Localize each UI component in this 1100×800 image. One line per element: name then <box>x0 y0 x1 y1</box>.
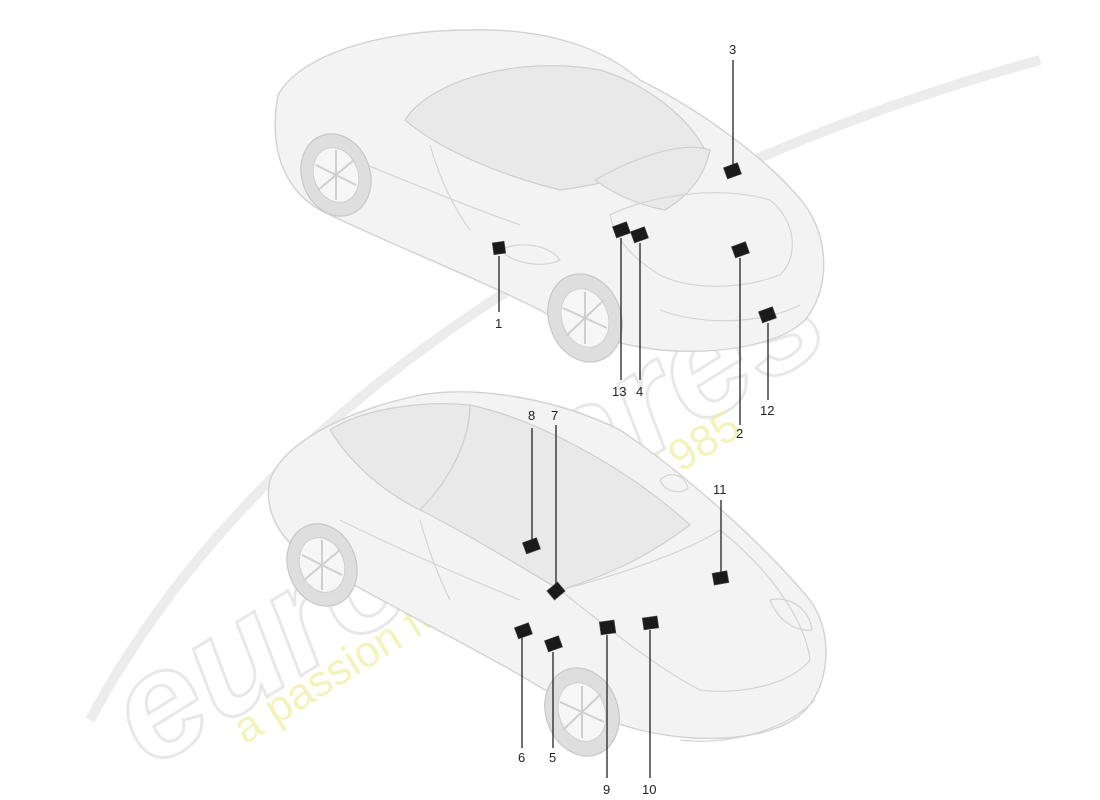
callout-7: 7 <box>551 408 558 423</box>
label-patch-3[interactable] <box>722 162 742 180</box>
callout-8: 8 <box>528 408 535 423</box>
car-rear-front-wheel <box>300 133 372 217</box>
car-front-bumper <box>679 699 816 742</box>
label-patch-9[interactable] <box>598 619 617 636</box>
car-rear-engine-lid <box>609 192 793 287</box>
car-rear-side-intake <box>498 244 561 265</box>
car-rear-view <box>274 29 825 363</box>
callout-11: 11 <box>713 482 727 497</box>
label-patch-8[interactable] <box>521 537 541 555</box>
car-front-front-wheel <box>544 667 620 757</box>
car-front-headlight <box>769 598 813 631</box>
watermark-swoosh <box>85 55 1042 723</box>
car-front-door-line <box>339 519 521 601</box>
label-patch-11[interactable] <box>711 570 730 586</box>
callout-13: 13 <box>612 384 626 399</box>
car-front-mirror <box>659 474 689 493</box>
callout-9: 9 <box>603 782 610 797</box>
label-patch-2[interactable] <box>730 241 750 259</box>
label-patch-7[interactable] <box>546 581 566 601</box>
label-patch-13[interactable] <box>611 221 631 239</box>
callout-6: 6 <box>518 750 525 765</box>
label-patch-6[interactable] <box>513 622 533 640</box>
car-front-rear-wheel <box>286 523 358 607</box>
label-patches <box>491 162 777 653</box>
label-patch-12[interactable] <box>757 306 777 324</box>
callout-3: 3 <box>729 42 736 57</box>
callout-4: 4 <box>636 384 643 399</box>
car-rear-back-wheel <box>547 273 623 363</box>
callout-12: 12 <box>760 403 774 418</box>
label-patch-5[interactable] <box>543 635 563 653</box>
callout-10: 10 <box>642 782 656 797</box>
callout-5: 5 <box>549 750 556 765</box>
label-patch-10[interactable] <box>641 615 660 631</box>
leader-lines <box>498 60 769 778</box>
car-rear-bumper <box>659 304 801 322</box>
callout-numbers: 1 2 3 4 5 6 7 8 9 10 11 12 13 <box>495 42 774 797</box>
label-patch-4[interactable] <box>629 226 649 244</box>
callout-1: 1 <box>495 316 502 331</box>
callout-2: 2 <box>736 426 743 441</box>
car-rear-window <box>593 146 711 211</box>
car-front-hood <box>558 529 811 692</box>
label-patch-1[interactable] <box>491 240 507 256</box>
car-front-windshield <box>418 404 691 591</box>
car-front-view <box>267 391 827 757</box>
